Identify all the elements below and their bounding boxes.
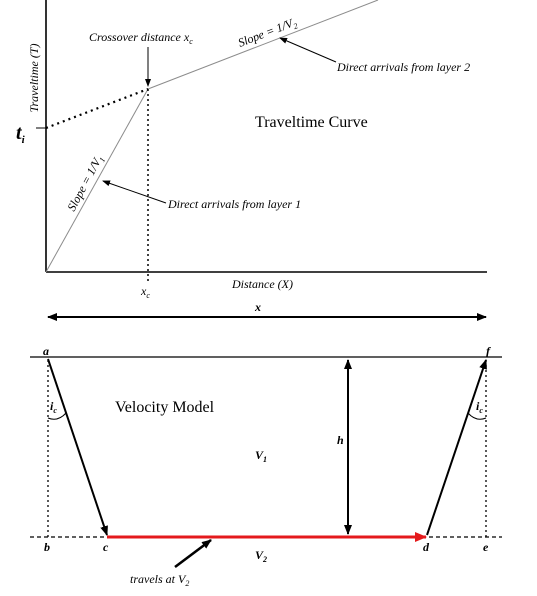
intercept-time-label: ti bbox=[16, 122, 26, 146]
refraction-note: travels at V2 bbox=[130, 572, 189, 588]
point-c-label: c bbox=[103, 540, 109, 554]
critical-angle-arc-right bbox=[467, 412, 487, 420]
slope-label-layer2: Slope = 1/V2 bbox=[236, 15, 299, 52]
velocity-model-title: Velocity Model bbox=[115, 399, 215, 416]
point-a-label: a bbox=[43, 344, 49, 358]
direct-arrivals-layer2-label: Direct arrivals from layer 2 bbox=[336, 60, 470, 74]
downgoing-ray bbox=[47, 358, 108, 536]
point-f-label: f bbox=[486, 344, 491, 358]
refracted-arrival-line-layer2 bbox=[147, 0, 379, 90]
point-d-label: d bbox=[423, 540, 430, 554]
crossover-distance-tick-label: xc bbox=[140, 284, 150, 300]
layer1-velocity-label: V1 bbox=[255, 448, 267, 464]
critical-angle-left: ic bbox=[50, 399, 57, 415]
critical-angle-arc-left bbox=[47, 412, 67, 420]
upgoing-ray bbox=[426, 359, 487, 536]
slope-label-layer1: Slope = 1/V1 bbox=[64, 153, 107, 215]
traveltime-curve-title: Traveltime Curve bbox=[255, 114, 368, 131]
crossover-annotation: Crossover distance xc bbox=[89, 30, 193, 46]
offset-label: x bbox=[254, 300, 261, 314]
y-axis-label: Traveltime (T) bbox=[27, 44, 41, 113]
layer1-annotation-arrow bbox=[102, 180, 167, 204]
thickness-label: h bbox=[337, 433, 344, 447]
critical-angle-right: ic bbox=[476, 399, 483, 415]
refraction-note-arrow bbox=[174, 538, 212, 569]
velocity-model-panel: h ic ic Velocity Model V1 V2 a f b c d e… bbox=[30, 344, 502, 588]
traveltime-curve-panel: Traveltime (T) ti Crossover distance xc … bbox=[16, 0, 487, 300]
layer2-velocity-label: V2 bbox=[255, 548, 267, 564]
offset-arrow-group: x bbox=[47, 300, 487, 321]
intercept-extrapolation bbox=[45, 87, 149, 130]
layer2-annotation-arrow bbox=[279, 37, 337, 63]
direct-arrival-line-layer1 bbox=[45, 88, 149, 273]
direct-arrivals-layer1-label: Direct arrivals from layer 1 bbox=[167, 197, 301, 211]
point-e-label: e bbox=[483, 540, 489, 554]
x-axis-label: Distance (X) bbox=[231, 277, 293, 291]
point-b-label: b bbox=[44, 540, 50, 554]
